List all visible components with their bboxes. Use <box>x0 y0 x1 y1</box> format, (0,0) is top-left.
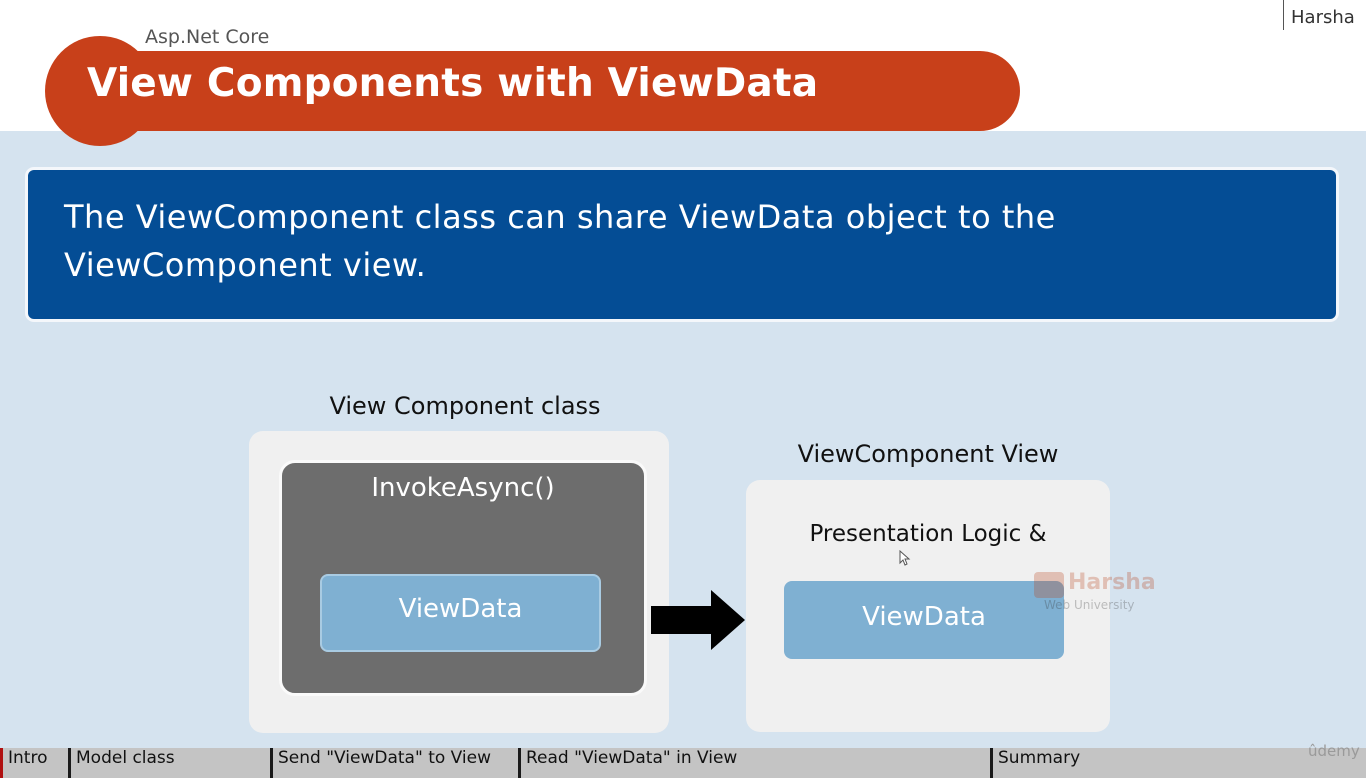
right-arrow-icon <box>651 590 745 650</box>
author-name: Harsha <box>1283 0 1355 30</box>
view-component-view-heading: ViewComponent View <box>797 440 1059 468</box>
mouse-cursor-icon <box>899 550 911 566</box>
chapter-progress-bar[interactable] <box>0 748 1366 778</box>
chapter-model-class[interactable]: Model class <box>68 748 270 778</box>
info-banner <box>28 170 1336 319</box>
viewdata-target-label: ViewData <box>862 602 986 632</box>
chapter-send-viewdata[interactable]: Send "ViewData" to View <box>270 748 518 778</box>
watermark-name: Harsha <box>1068 570 1156 595</box>
view-component-class-heading: View Component class <box>329 392 601 420</box>
title-bar <box>52 51 1020 131</box>
slide-title: View Components with ViewData <box>87 61 819 106</box>
watermark-subtitle: Web University <box>1044 598 1135 612</box>
viewdata-source-label: ViewData <box>398 594 523 624</box>
course-label: Asp.Net Core <box>145 26 270 48</box>
chapter-intro[interactable]: Intro <box>0 748 68 778</box>
viewdata-source-box <box>320 574 601 652</box>
chapter-read-viewdata[interactable]: Read "ViewData" in View <box>518 748 990 778</box>
viewdata-target-box <box>784 581 1064 659</box>
presentation-logic-label: Presentation Logic & <box>809 521 1047 547</box>
invoke-async-label: InvokeAsync() <box>371 473 555 503</box>
chapter-summary[interactable]: Summary <box>990 748 1300 778</box>
banner-text: The ViewComponent class can share ViewDa… <box>64 198 1056 284</box>
watermark-icon <box>1034 572 1064 598</box>
watermark-logo: Harsha Web University <box>1032 570 1158 614</box>
udemy-logo: ûdemy <box>1308 742 1360 760</box>
